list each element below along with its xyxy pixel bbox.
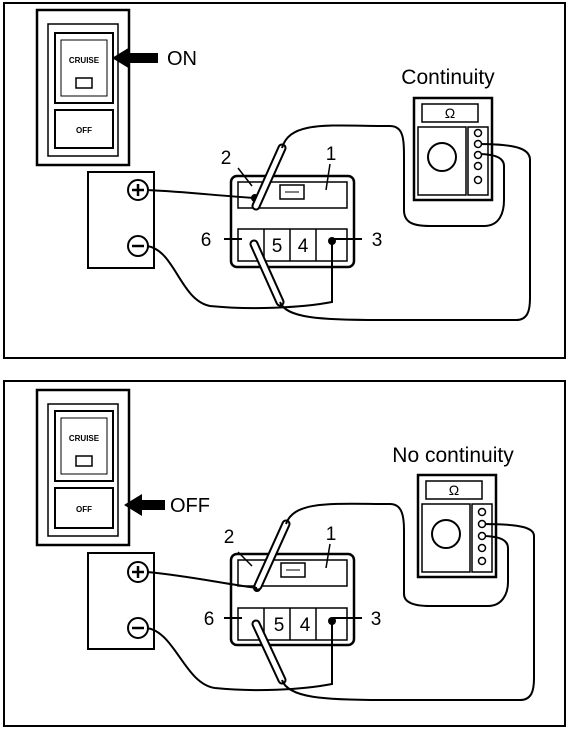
indicator-lamp — [75, 455, 93, 467]
terminal-6-label: 6 — [204, 609, 215, 630]
terminal-5-label: 5 — [272, 236, 283, 257]
panel-frame — [3, 2, 566, 359]
off-button[interactable]: OFF — [54, 487, 114, 529]
terminal-1-label: 1 — [326, 524, 337, 545]
terminal-6-label: 6 — [201, 230, 212, 251]
terminal-5-label: 5 — [274, 615, 285, 636]
terminal-4-label: 4 — [300, 615, 311, 636]
cruise-button-label: CRUISE — [69, 434, 100, 443]
meter-result-label: Continuity — [401, 66, 495, 89]
wires — [146, 124, 531, 321]
battery — [87, 171, 155, 269]
connector: 5 4 — [224, 163, 362, 269]
multimeter: Ω — [412, 96, 494, 202]
off-button-label: OFF — [76, 126, 92, 135]
off-button-label: OFF — [76, 505, 92, 514]
meter-dial[interactable] — [427, 142, 457, 172]
probe-upper — [251, 143, 287, 211]
ohm-icon: Ω — [449, 482, 459, 498]
panel-cruise-off: CRUISE OFF OFF 5 — [3, 380, 566, 727]
terminal-1-label: 1 — [326, 144, 337, 165]
panel-frame — [3, 380, 566, 727]
ohm-icon: Ω — [445, 105, 455, 121]
battery — [87, 552, 155, 650]
state-label: OFF — [170, 495, 210, 517]
probe-upper — [253, 519, 291, 591]
probe-lower — [251, 619, 287, 685]
terminal-2-label: 2 — [221, 148, 232, 169]
arrow-icon — [124, 494, 165, 516]
off-button[interactable]: OFF — [54, 109, 114, 149]
connector: 5 4 — [224, 543, 362, 647]
state-label: ON — [167, 48, 197, 70]
terminal-4-label: 4 — [298, 236, 309, 257]
multimeter: Ω — [416, 473, 498, 579]
meter-dial[interactable] — [431, 519, 461, 549]
indicator-lamp — [75, 77, 93, 89]
cruise-switch: CRUISE OFF — [35, 8, 131, 167]
wires — [146, 502, 535, 701]
arrow-icon — [112, 47, 158, 69]
terminal-3-label: 3 — [371, 609, 382, 630]
cruise-button[interactable]: CRUISE — [54, 410, 114, 482]
panel-cruise-on: CRUISE OFF ON — [3, 2, 566, 359]
terminal-2-label: 2 — [224, 527, 235, 548]
probe-lower — [249, 239, 285, 307]
meter-result-label: No continuity — [392, 444, 514, 467]
cruise-switch: CRUISE OFF — [35, 388, 131, 547]
cruise-button-label: CRUISE — [69, 56, 100, 65]
cruise-button[interactable]: CRUISE — [54, 32, 114, 104]
terminal-3-label: 3 — [372, 230, 383, 251]
